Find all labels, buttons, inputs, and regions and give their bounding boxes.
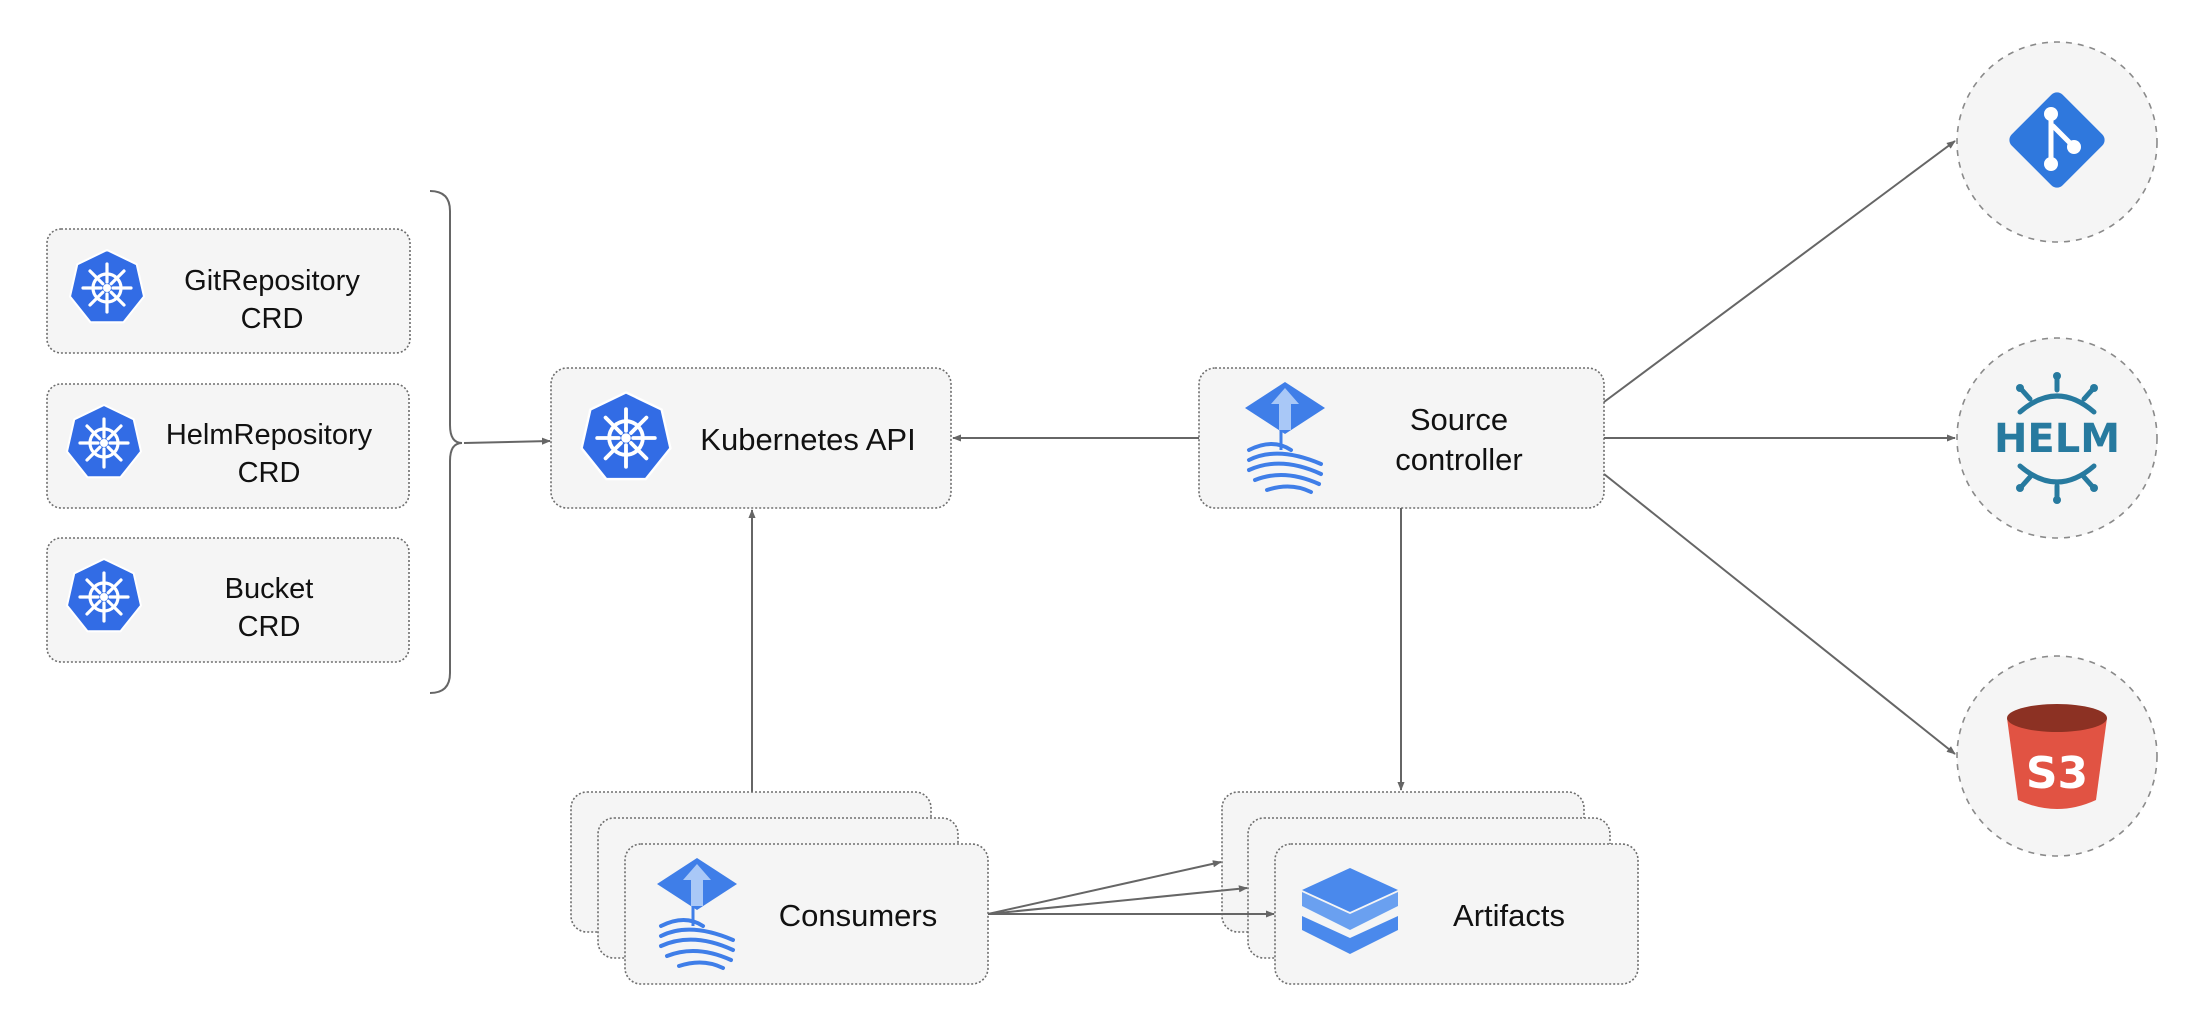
crd-helmrepository-sublabel: CRD bbox=[238, 457, 301, 489]
helm-logo-text: HELM bbox=[1994, 416, 2120, 462]
git-icon bbox=[2009, 92, 2105, 188]
consumers-label: Consumers bbox=[779, 898, 938, 933]
source-controller-sublabel: controller bbox=[1395, 442, 1523, 477]
kubernetes-api-label: Kubernetes API bbox=[700, 422, 915, 457]
source-controller-box bbox=[1198, 367, 1605, 509]
artifacts-label: Artifacts bbox=[1453, 898, 1565, 933]
crd-gitrepository-box bbox=[46, 228, 411, 354]
s3-source: S3 bbox=[1956, 655, 2158, 857]
git-source bbox=[1956, 41, 2158, 243]
s3-bucket-icon: S3 bbox=[2007, 704, 2107, 809]
helm-source-circle bbox=[1956, 337, 2158, 539]
artifacts-node: Artifacts bbox=[1221, 791, 1639, 985]
crd-helmrepository-box bbox=[46, 383, 410, 509]
crd-bucket: Bucket CRD bbox=[46, 537, 410, 663]
helm-icon: HELM bbox=[1994, 372, 2120, 504]
crd-group-bracket bbox=[429, 190, 463, 694]
kubernetes-api-node: Kubernetes API bbox=[550, 367, 952, 509]
edge-consumers-to-artifacts-1 bbox=[987, 860, 1222, 915]
crd-bucket-label: Bucket bbox=[225, 573, 314, 605]
edge-crds-to-kubernetes-api bbox=[463, 437, 551, 445]
consumers-node: Consumers bbox=[570, 791, 989, 985]
source-controller-node: Source controller bbox=[1198, 367, 1605, 509]
edge-source-controller-to-git bbox=[1603, 140, 1956, 403]
source-controller-label: Source bbox=[1410, 402, 1508, 437]
crd-bucket-sublabel: CRD bbox=[238, 611, 301, 643]
crd-gitrepository-label: GitRepository bbox=[184, 265, 360, 297]
crd-helmrepository: HelmRepository CRD bbox=[46, 383, 410, 509]
crd-gitrepository: GitRepository CRD bbox=[46, 228, 411, 354]
edge-source-controller-to-s3 bbox=[1603, 473, 1956, 755]
crd-helmrepository-label: HelmRepository bbox=[166, 419, 373, 451]
crd-gitrepository-sublabel: CRD bbox=[241, 303, 304, 335]
layers-icon bbox=[1302, 868, 1398, 954]
edge-consumers-to-artifacts-2 bbox=[987, 885, 1248, 915]
crd-bucket-box bbox=[46, 537, 410, 663]
s3-logo-text: S3 bbox=[2026, 748, 2088, 799]
helm-source: HELM bbox=[1956, 337, 2158, 539]
